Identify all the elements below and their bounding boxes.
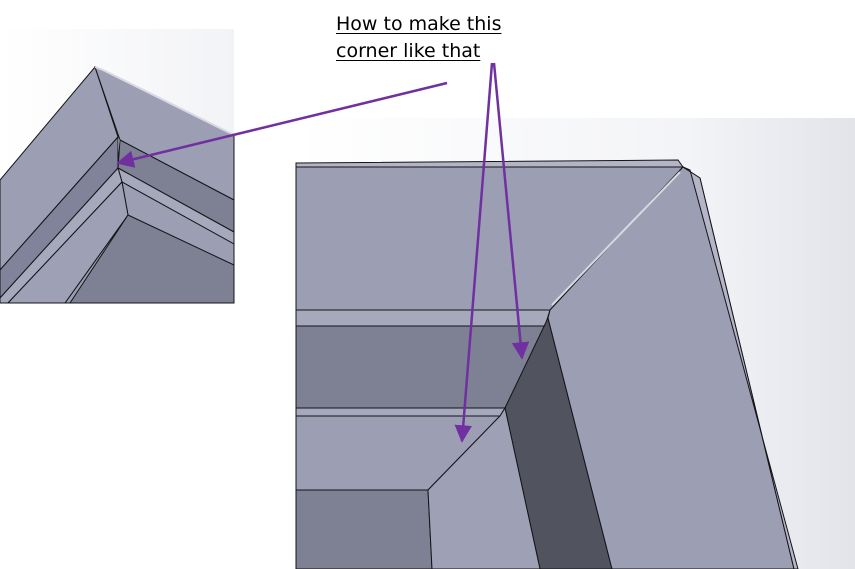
arrow-icon xyxy=(492,62,530,360)
right-flange-fold-line xyxy=(551,171,681,306)
main-viewport xyxy=(295,118,855,569)
upper-fold-band xyxy=(295,309,551,327)
arrow-icon xyxy=(116,81,448,168)
lower-fold-band xyxy=(295,407,506,417)
annotation-line-2: corner like that xyxy=(336,40,481,62)
annotation-line-1: How to make this xyxy=(336,13,502,35)
inset-top-lip xyxy=(94,66,235,136)
bottom-inner-wall xyxy=(295,489,433,569)
right-flange-lip xyxy=(682,166,799,569)
inset-lower-dark-face xyxy=(69,214,235,304)
arrow-icon xyxy=(454,62,494,443)
inner-side-wall xyxy=(295,325,546,409)
annotation-arrows xyxy=(116,62,530,443)
diagonal-strip xyxy=(427,406,541,569)
inset-viewport xyxy=(0,29,235,304)
annotation-text: How to make this corner like that xyxy=(336,11,501,65)
